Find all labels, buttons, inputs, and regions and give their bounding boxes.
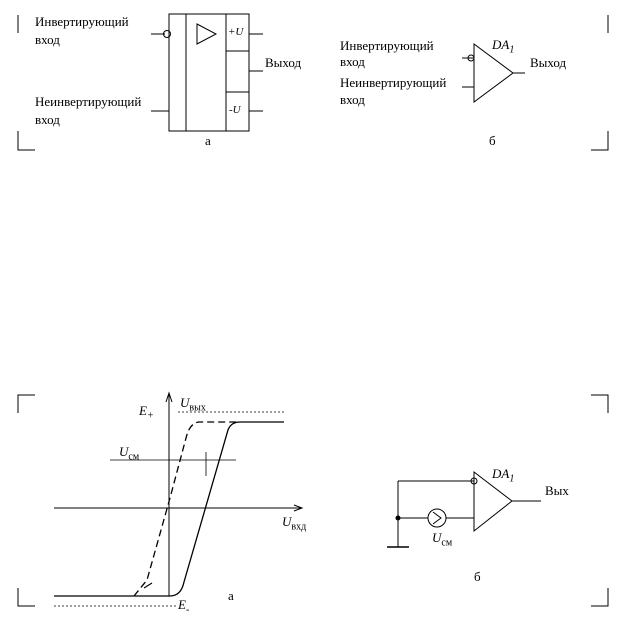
opamp-label-b-sub: 1: [509, 44, 515, 56]
output-label-b: Выход: [530, 55, 567, 70]
inv-input-label-line2: вход: [35, 32, 60, 47]
u-cm-text-2b: U: [432, 530, 442, 545]
e-plus-label: E+: [139, 403, 154, 424]
caption-a: а: [205, 133, 211, 148]
inv-input-label-b-line2: вход: [340, 54, 365, 69]
u-in-text: U: [282, 514, 292, 529]
opamp-label-2b: DA1: [492, 466, 514, 487]
y-axis-arrow-icon: [165, 391, 173, 403]
u-in-sub: вхд: [291, 521, 307, 533]
caption-b: б: [489, 133, 496, 148]
noninv-input-label-line1: Неинвертирующий: [35, 94, 142, 109]
opamp-block-a: [168, 13, 250, 132]
voltage-source-icon: [427, 508, 447, 528]
opamp-label-b-text: DA: [492, 37, 510, 52]
e-plus-text: E: [139, 403, 147, 418]
junction-node: [395, 515, 401, 521]
frame2-corner-tl: [17, 394, 35, 413]
inversion-circle-b: [467, 54, 475, 62]
e-minus-sub: -: [185, 604, 190, 616]
e-minus-label: E-: [178, 597, 189, 618]
u-out-sub: вых: [189, 402, 206, 414]
transfer-curve-ideal: [133, 421, 236, 597]
frame2-corner-tr: [591, 394, 609, 413]
opamp-block-triangle-icon: [196, 23, 218, 45]
frame2-corner-br: [591, 588, 609, 607]
x-axis-arrow-icon: [293, 504, 304, 512]
transfer-curve-shifted: [54, 421, 284, 597]
transfer-curve-ideal-dot: [143, 582, 153, 589]
u-in-label: Uвхд: [282, 514, 306, 535]
inv-input-label-b-line1: Инвертирующий: [340, 38, 434, 53]
frame2-corner-bl: [17, 588, 35, 607]
u-cm-sub-a: см: [128, 451, 140, 463]
u-out-label: Uвых: [180, 395, 206, 416]
opamp-label-2b-sub: 1: [509, 473, 515, 485]
frame-corner-br: [591, 131, 609, 151]
opamp-triangle-fig2b: [473, 470, 513, 533]
output-label-a: Выход: [265, 55, 302, 70]
opamp-label-2b-text: DA: [492, 466, 510, 481]
noninv-input-label-b-line1: Неинвертирующий: [340, 75, 447, 90]
caption-2b: б: [474, 569, 481, 584]
opamp-triangle-b: [473, 43, 514, 103]
e-plus-sub: +: [146, 410, 154, 422]
noninv-input-label-line2: вход: [35, 112, 60, 127]
u-cm-label-a: Uсм: [119, 444, 139, 465]
caption-2a: а: [228, 588, 234, 603]
opamp-label-b: DA1: [492, 37, 514, 58]
voltage-source-arrow-icon: [432, 511, 442, 525]
inversion-circle-a: [163, 30, 171, 38]
minus-u-label: -U: [229, 104, 241, 116]
output-label-2b: Вых: [545, 483, 569, 498]
plus-u-label: +U: [228, 26, 244, 38]
e-minus-text: E: [178, 597, 186, 612]
u-cm-sub-2b: см: [441, 537, 453, 549]
frame-corner-bl: [17, 131, 35, 151]
u-cm-label-2b: Uсм: [432, 530, 452, 551]
inv-input-label-line1: Инвертирующий: [35, 14, 129, 29]
u-cm-text-a: U: [119, 444, 129, 459]
noninv-input-label-b-line2: вход: [340, 92, 365, 107]
u-out-text: U: [180, 395, 190, 410]
